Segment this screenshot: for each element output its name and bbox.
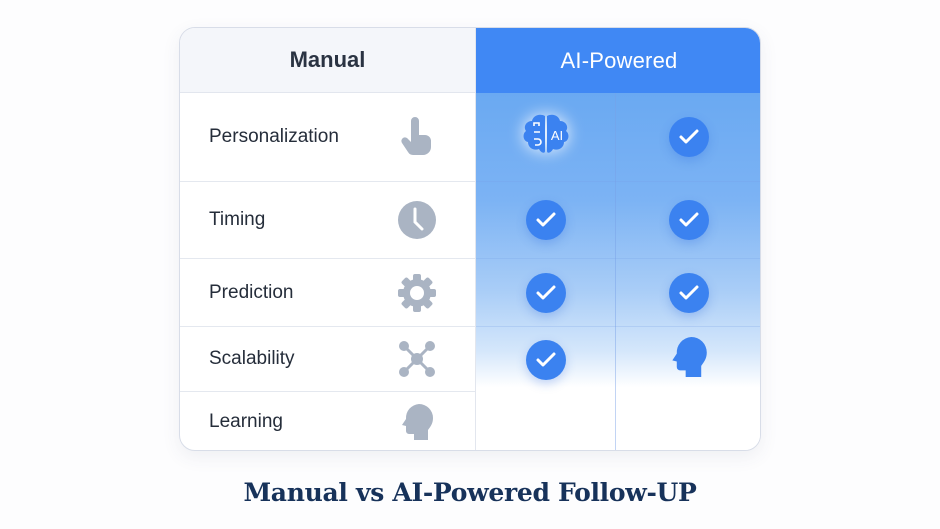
check-icon	[668, 117, 709, 157]
svg-text:AI: AI	[550, 128, 562, 143]
row-label: Scalability	[209, 348, 295, 369]
head-icon	[395, 400, 439, 444]
row-label: Personalization	[209, 126, 339, 147]
row-label: Prediction	[209, 281, 294, 303]
row-label: Timing	[209, 209, 266, 230]
table-row-personalization: Personalization	[180, 93, 475, 182]
network-nodes-icon	[395, 337, 439, 381]
ai-powered-column: AI-Powered AI	[476, 28, 760, 450]
row-label: Learning	[209, 410, 283, 432]
ai-row-prediction	[476, 259, 760, 327]
table-row-timing: Timing	[180, 182, 475, 259]
comparison-table: Manual Personalization Timing Prediction…	[179, 27, 761, 451]
ai-row-learning	[476, 392, 760, 450]
ai-grid: AI	[476, 93, 760, 450]
clock-icon	[395, 198, 439, 242]
ai-row-timing	[476, 182, 760, 259]
head-icon	[669, 334, 709, 385]
ai-row-scalability	[476, 327, 760, 392]
ai-row-personalization: AI	[476, 93, 760, 182]
table-row-prediction: Prediction	[180, 259, 475, 327]
check-icon	[525, 339, 566, 380]
gear-icon	[395, 271, 439, 315]
hand-pointer-icon	[395, 115, 439, 159]
table-row-scalability: Scalability	[180, 327, 475, 392]
column-divider	[615, 93, 616, 450]
table-row-learning: Learning	[180, 392, 475, 450]
check-icon	[525, 272, 566, 313]
manual-column: Manual Personalization Timing Prediction…	[180, 28, 476, 450]
check-icon	[525, 200, 566, 240]
check-icon	[668, 200, 709, 240]
check-icon	[668, 272, 709, 313]
manual-column-header: Manual	[180, 28, 475, 93]
caption-title: Manual vs AI-Powered Follow-UP	[243, 478, 697, 507]
ai-column-header: AI-Powered	[476, 28, 760, 93]
ai-brain-icon: AI	[519, 112, 573, 163]
